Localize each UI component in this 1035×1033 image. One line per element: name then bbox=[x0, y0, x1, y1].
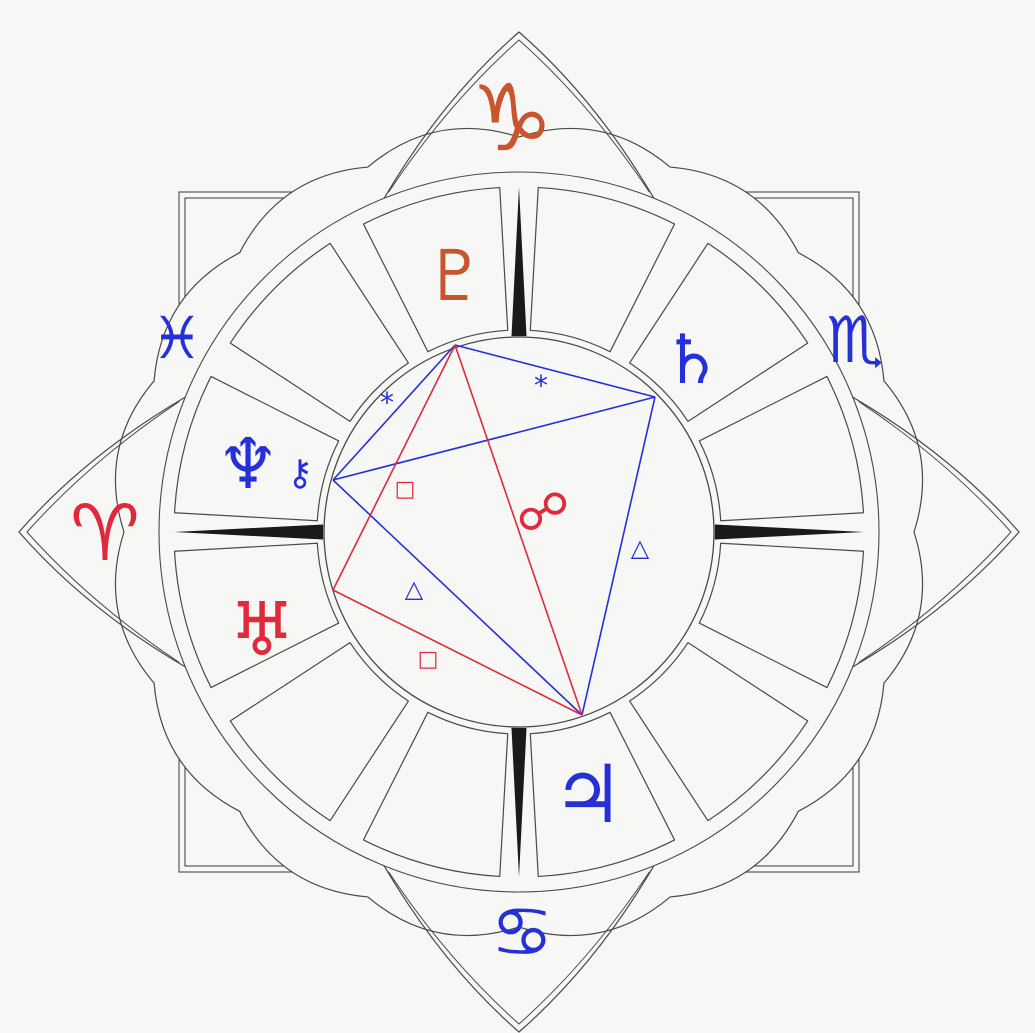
aspect-glyph-trine-right: △ bbox=[631, 534, 650, 562]
planet-saturn: ♄ bbox=[662, 321, 723, 400]
aspect-glyph-opposition: ☍ bbox=[517, 483, 570, 543]
planet-neptune: ♆ bbox=[217, 423, 280, 505]
planet-uranus: ♅ bbox=[229, 587, 295, 673]
sign-scorpio: ♏ bbox=[826, 304, 883, 378]
aspect-glyph-trine-lower: △ bbox=[405, 575, 424, 603]
aspect-glyph-sextile-top: * bbox=[534, 369, 548, 402]
sign-pisces: ♓ bbox=[151, 304, 203, 372]
planet-jupiter: ♃ bbox=[552, 748, 624, 841]
sign-aries: ♈ bbox=[70, 489, 140, 579]
aspect-glyph-sextile-left: * bbox=[380, 386, 394, 419]
sign-capricorn: ♑ bbox=[471, 65, 553, 172]
sign-cancer: ♋ bbox=[491, 891, 554, 973]
planet-pluto: ♇ bbox=[424, 235, 487, 317]
planet-chiron: ⚷ bbox=[287, 453, 313, 494]
aspect-glyph-square-upper: □ bbox=[395, 477, 416, 502]
aspect-glyph-square-lower: □ bbox=[418, 647, 439, 672]
